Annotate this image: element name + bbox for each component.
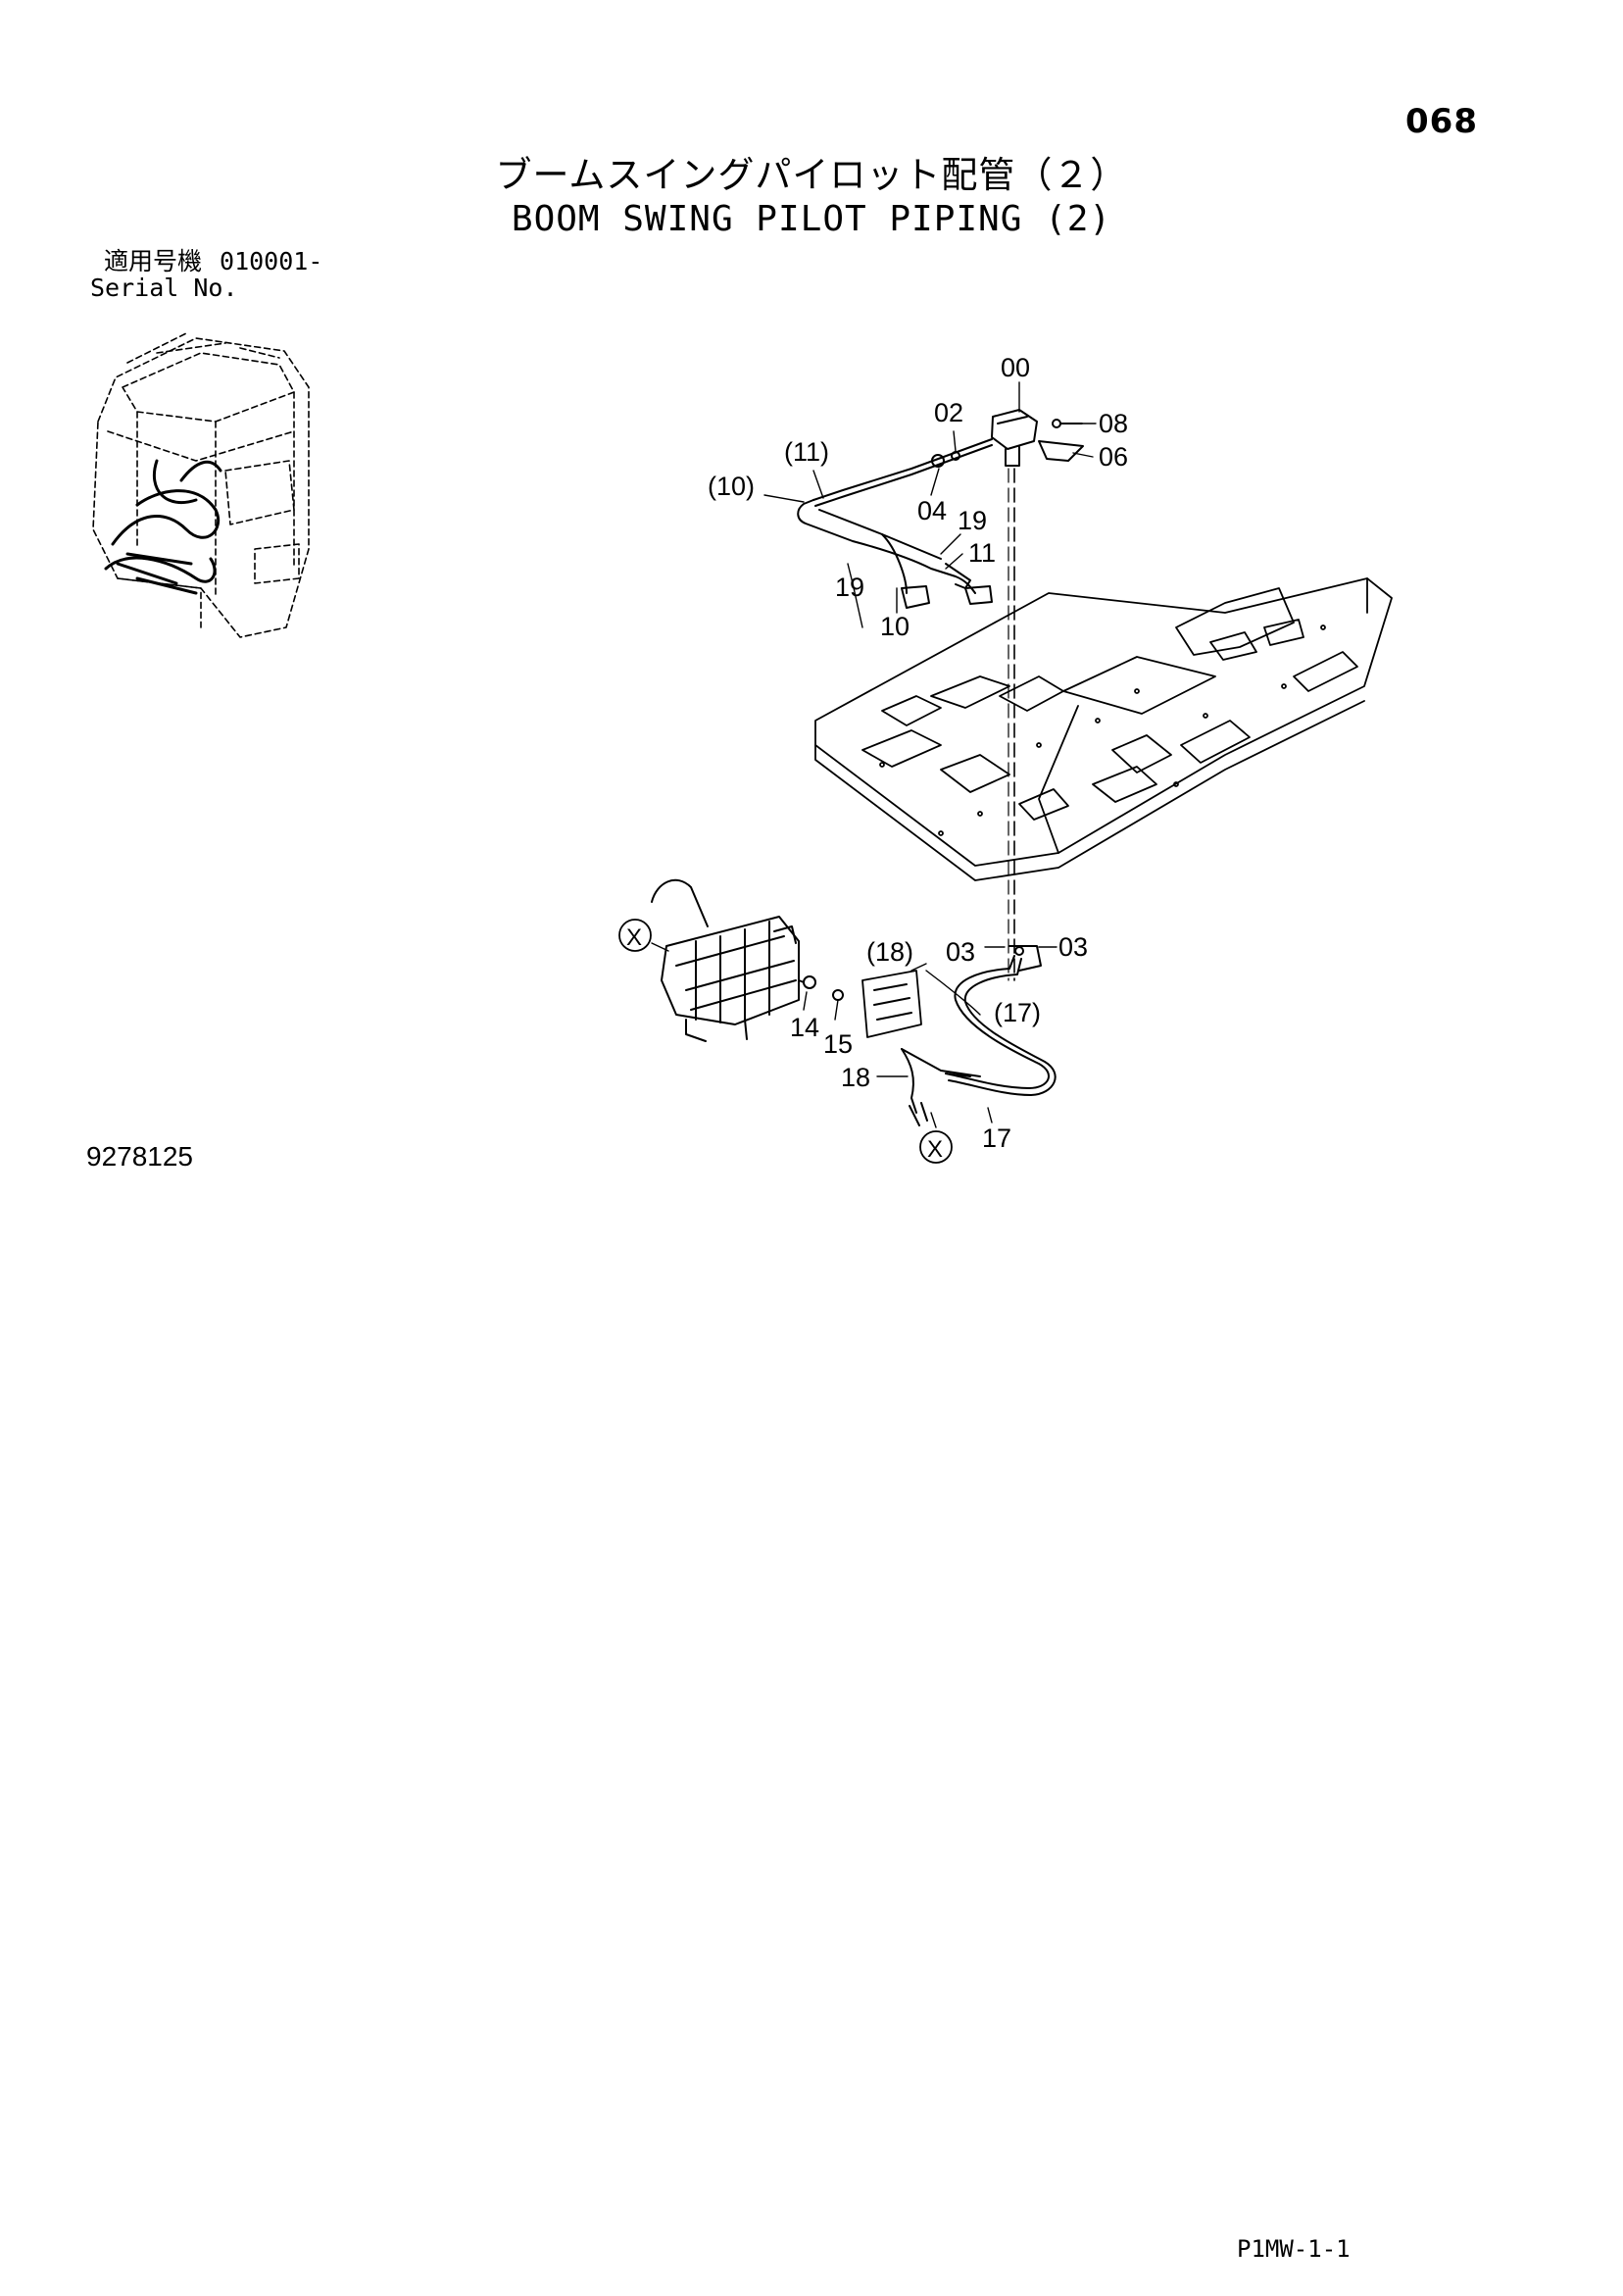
serial-block: 適用号機 010001- Serial No. (90, 248, 322, 301)
callout-03-right: 03 (1058, 932, 1088, 962)
callout-19-lower: 19 (835, 573, 864, 602)
callout-02: 02 (934, 398, 963, 427)
callout-06: 06 (1099, 442, 1128, 472)
callout-15: 15 (823, 1029, 853, 1059)
drawing-number: 9278125 (86, 1141, 194, 1172)
match-marker-x-lower (919, 1130, 953, 1164)
callout-03-left: 03 (946, 937, 975, 967)
page-code: P1MW-1-1 (1237, 2235, 1351, 2263)
marker-x-upper-label: X (626, 924, 642, 951)
page-number: 068 (1405, 102, 1478, 141)
match-marker-x-upper (618, 919, 652, 952)
callout-08: 08 (1099, 409, 1128, 438)
marker-x-lower-label: X (927, 1136, 943, 1163)
callout-04: 04 (917, 496, 947, 525)
callout-00: 00 (1001, 353, 1030, 382)
serial-value: 010001- (220, 247, 323, 275)
upper-hoses (797, 438, 993, 609)
page-title-ja: ブームスイングパイロット配管（２） (495, 154, 1128, 196)
leader-lines (651, 381, 1097, 1128)
callout-10-ref: (10) (708, 472, 755, 501)
pilot-valve (991, 409, 1038, 467)
callout-19-upper: 19 (958, 506, 987, 535)
serial-label-en: Serial No. (90, 274, 238, 302)
lower-hoses (901, 945, 1057, 1126)
control-valve (651, 878, 800, 1042)
callout-18-ref: (18) (866, 937, 913, 967)
callout-10: 10 (880, 612, 910, 641)
bracket-06 (1038, 419, 1084, 462)
callout-17: 17 (982, 1123, 1011, 1153)
page-title-en: BOOM SWING PILOT PIPING (2) (511, 199, 1112, 239)
callout-18: 18 (841, 1063, 870, 1092)
cab-wiring (104, 459, 222, 595)
callout-14: 14 (790, 1013, 819, 1042)
upper-frame (814, 577, 1393, 881)
callout-11-ref: (11) (784, 437, 829, 467)
cab-thumbnail (92, 332, 310, 638)
callout-17-ref: (17) (994, 998, 1041, 1027)
serial-label-ja: 適用号機 (104, 247, 203, 275)
callout-11: 11 (968, 538, 996, 568)
